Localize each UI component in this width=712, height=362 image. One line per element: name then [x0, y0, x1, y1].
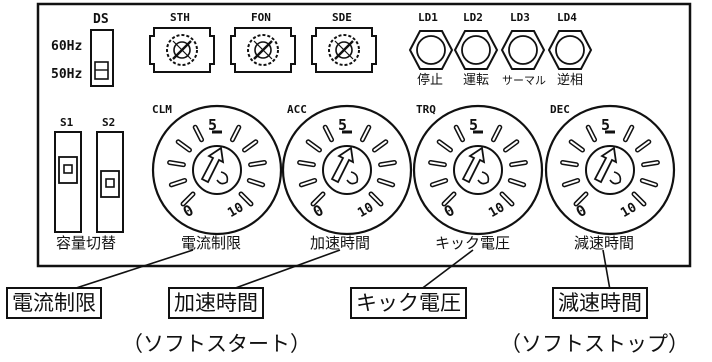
dials-layer — [151, 104, 676, 236]
led-id-ld4: LD4 — [557, 11, 577, 24]
capacity-switch-label: 容量切替 — [56, 234, 117, 252]
dial-pointer — [461, 146, 486, 184]
dial-acc-mid: 5 — [338, 116, 348, 134]
panel-outline — [36, 2, 692, 268]
trimmer-sth — [149, 27, 215, 73]
led-label-ld2: 運転 — [463, 73, 490, 88]
ds-50hz-label: 50Hz — [51, 67, 83, 82]
rotary-dial-trq — [412, 104, 544, 236]
slide-switch-s1 — [54, 131, 82, 233]
led-id-ld2: LD2 — [463, 11, 483, 24]
ds-switch — [90, 29, 114, 87]
trimmer-label-sth: STH — [170, 11, 190, 24]
led-label-ld1: 停止 — [417, 73, 444, 88]
slide-switch-s2 — [96, 131, 124, 233]
led-id-ld1: LD1 — [418, 11, 438, 24]
dial-id-acc: ACC — [287, 103, 307, 116]
led-label-ld4: 逆相 — [557, 73, 584, 88]
rotary-dial-dec — [544, 104, 676, 236]
trimmer-label-fon: FON — [251, 11, 271, 24]
led-ld2 — [453, 30, 499, 70]
dial-trq-mid: 5 — [469, 116, 479, 134]
dial-id-clm: CLM — [152, 103, 172, 116]
rotary-dial-clm — [151, 104, 283, 236]
dial-pointer — [200, 146, 225, 184]
callout-soft-start-note: （ソフトスタート） — [122, 332, 311, 356]
callout-decel-time: 減速時間 — [552, 287, 648, 319]
dial-clm-mid: 5 — [208, 116, 218, 134]
trimmer-fon — [230, 27, 296, 73]
ds-60hz-label: 60Hz — [51, 39, 83, 54]
callout-kick-voltage: キック電圧 — [350, 287, 467, 319]
dial-id-dec: DEC — [550, 103, 570, 116]
trimmer-label-sde: SDE — [332, 11, 352, 24]
led-ld3 — [500, 30, 546, 70]
callout-current-limit: 電流制限 — [6, 287, 102, 319]
dial-label-acc: 加速時間 — [310, 234, 371, 252]
rotary-dial-acc — [281, 104, 413, 236]
dial-dec-mid: 5 — [601, 116, 611, 134]
led-id-ld3: LD3 — [510, 11, 530, 24]
ds-title: DS — [93, 12, 109, 27]
dial-pointer — [593, 146, 618, 184]
led-ld1 — [408, 30, 454, 70]
dial-label-dec: 減速時間 — [574, 234, 635, 252]
trimmer-sde — [311, 27, 377, 73]
dial-pointer — [330, 146, 355, 184]
callout-accel-time: 加速時間 — [168, 287, 264, 319]
dial-label-trq: キック電圧 — [435, 234, 511, 252]
leader-lines — [69, 249, 611, 291]
dial-label-clm: 電流制限 — [181, 234, 242, 252]
callout-soft-stop-note: （ソフトストップ） — [500, 332, 689, 356]
switch-label-s1: S1 — [60, 116, 74, 129]
switch-label-s2: S2 — [102, 116, 116, 129]
dial-id-trq: TRQ — [416, 103, 436, 116]
led-label-ld3: サーマル — [502, 74, 546, 87]
led-ld4 — [547, 30, 593, 70]
